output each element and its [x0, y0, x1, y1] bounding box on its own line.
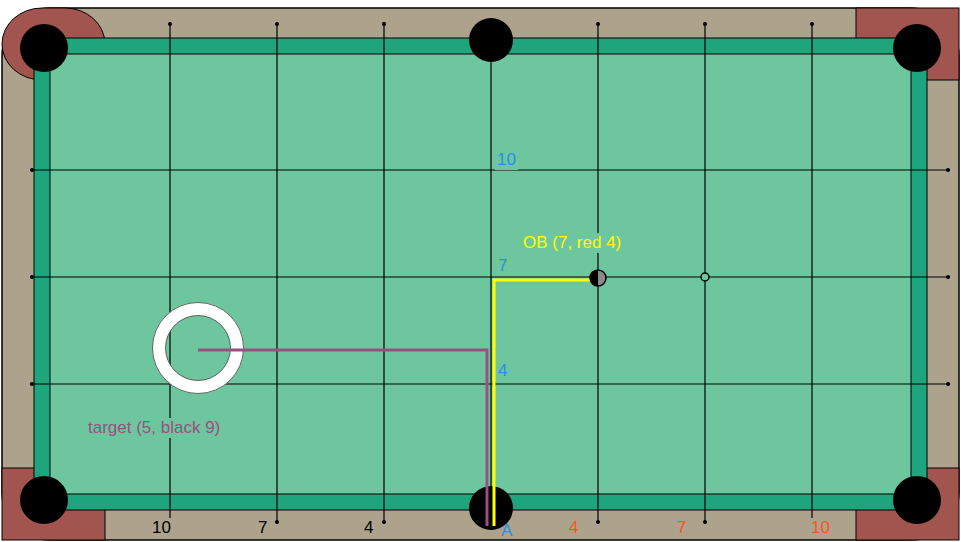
diamond-number: 7 — [675, 518, 688, 538]
diamond-number: 7 — [496, 256, 509, 276]
diamond-number: 10 — [495, 150, 518, 170]
diamond-number: 4 — [496, 361, 509, 381]
diamond-number: 4 — [567, 518, 580, 538]
object-ball-path — [494, 280, 598, 526]
grid — [30, 22, 950, 524]
target-ring — [166, 316, 231, 381]
point-label: A — [499, 521, 514, 541]
object-ball-label: OB (7, red 4) — [521, 233, 623, 253]
target-ring — [159, 309, 237, 387]
object-ball — [590, 270, 606, 286]
diamonds — [30, 22, 950, 524]
diamond-number: 7 — [256, 518, 269, 538]
diamond-number: 10 — [150, 518, 173, 538]
object-ball — [590, 270, 598, 286]
cushion — [34, 38, 927, 510]
target-path — [198, 350, 487, 526]
rail — [2, 8, 959, 540]
spot — [701, 273, 709, 281]
diamond-number: 10 — [809, 518, 832, 538]
pockets — [20, 18, 941, 530]
target-ring — [153, 303, 244, 394]
cloth — [50, 54, 911, 494]
target-label: target (5, black 9) — [86, 418, 222, 438]
diamond-number: 4 — [362, 518, 375, 538]
